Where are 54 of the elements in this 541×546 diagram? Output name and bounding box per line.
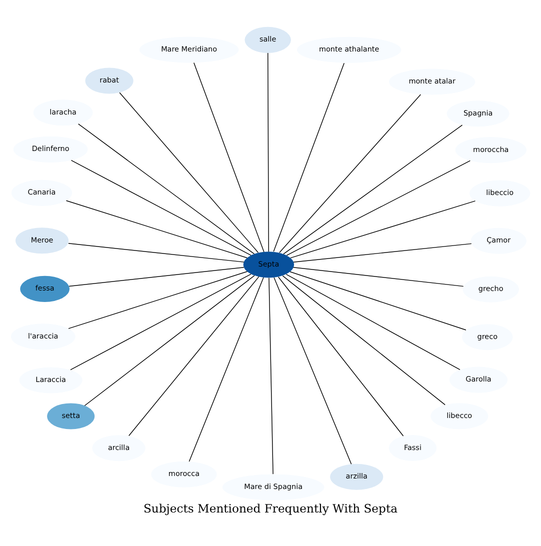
node-ellipse: Delinferno: [13, 136, 88, 162]
connector: [286, 160, 471, 256]
connector: [292, 267, 464, 287]
connector: [68, 271, 248, 329]
node-ellipse: moroccha: [455, 137, 526, 164]
connector: [268, 52, 269, 252]
node-ellipse: monte athalante: [296, 36, 402, 63]
connector: [278, 276, 404, 436]
node-ellipse: greco: [462, 324, 513, 350]
connector: [282, 275, 446, 406]
node-ellipse: libeccio: [470, 180, 530, 206]
connector: [70, 274, 252, 370]
node-ellipse: Septa: [243, 252, 294, 278]
node-ellipse: Mare Meridiano: [139, 36, 239, 63]
connector: [290, 271, 466, 330]
node-ellipse: laracha: [33, 100, 93, 126]
connector: [290, 200, 476, 258]
connector: [293, 243, 472, 262]
node-ellipse: Mare di Spagnia: [222, 474, 324, 500]
connector: [68, 267, 244, 287]
node-ellipse: salle: [244, 26, 291, 53]
node-ellipse: morocca: [151, 461, 217, 488]
connector: [273, 62, 344, 252]
connector: [70, 160, 252, 256]
node-ellipse: setta: [47, 403, 95, 430]
node-ellipse: Laraccia: [19, 367, 82, 394]
connector: [188, 277, 264, 462]
connector: [268, 278, 274, 474]
node-ellipse: arcilla: [92, 435, 146, 462]
connector: [286, 274, 460, 370]
node-ellipse: libecco: [430, 403, 488, 430]
node-ellipse: Meroe: [16, 228, 69, 254]
node-ellipse: fessa: [20, 276, 70, 302]
node-ellipse: monte atalar: [389, 68, 476, 95]
connector: [274, 277, 352, 464]
diagram-title: Subjects Mentioned Frequently With Septa: [143, 501, 398, 516]
node-ellipse: arzilla: [330, 464, 384, 490]
connector: [68, 243, 244, 262]
connector: [194, 62, 264, 252]
connector: [279, 94, 422, 254]
node-ellipse: Canaria: [11, 180, 72, 206]
node-ellipse: l'araccia: [10, 324, 76, 350]
node-ellipse: grecho: [462, 276, 519, 302]
node-ellipse: Fassi: [388, 434, 436, 462]
connector: [66, 200, 248, 258]
node-ellipse: rabat: [85, 68, 134, 94]
node-ellipse: Çamor: [470, 228, 526, 254]
connector: [84, 275, 255, 406]
node-ellipse: Spagnia: [446, 100, 510, 127]
node-ellipse: Garolla: [449, 366, 508, 393]
connector: [283, 124, 463, 254]
connector: [78, 124, 255, 254]
connector: [119, 92, 259, 253]
connector: [128, 276, 260, 436]
